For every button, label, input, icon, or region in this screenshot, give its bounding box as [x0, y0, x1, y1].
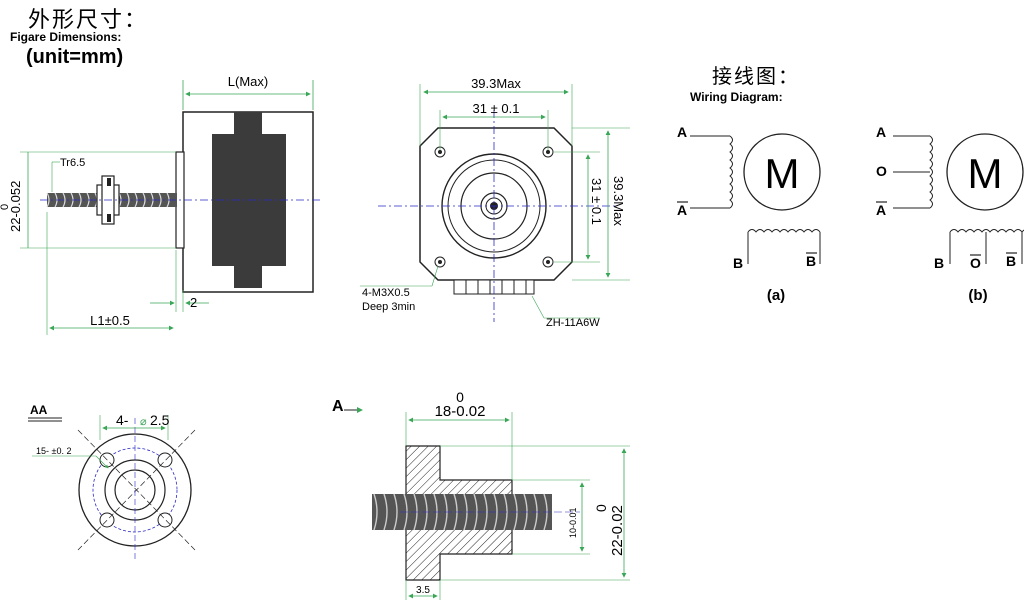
title-english: Figare Dimensions:: [10, 30, 122, 44]
wire-label-b-b-bar: B: [1006, 253, 1016, 269]
coil-b-phase-b: [949, 229, 1024, 264]
screw-spec-label: 4-M3X0.5: [362, 287, 410, 299]
wire-label-b-o: O: [876, 163, 887, 179]
motor-symbol-a: M: [765, 150, 800, 197]
caption-a: (a): [767, 287, 785, 304]
length-max-label: L(Max): [228, 74, 268, 89]
motor-symbol-circle-b: [946, 133, 1024, 211]
holes-count-label: 4-: [116, 412, 129, 428]
dia-zero-label: 0: [0, 204, 11, 210]
coil-a-phase-b: [893, 135, 933, 209]
front-view: 39.3Max 31 ± 0.1 31 ± 0.1 39.3Max 4-M3X0…: [360, 76, 630, 329]
wiring-title-english: Wiring Diagram:: [690, 90, 783, 104]
dia-zero-label-section: 0: [593, 504, 609, 512]
mounting-holes: [434, 146, 554, 268]
coil-a-phase: [690, 135, 733, 209]
wiring-title-chinese: 接线图：: [712, 64, 800, 88]
flange-thickness-section-label: 3.5: [416, 585, 430, 596]
wire-label-b-o2: O: [970, 255, 981, 271]
width-max-label: 39.3Max: [471, 76, 521, 91]
wire-label-a-bar: A: [677, 202, 687, 218]
section-aa-label: AA: [30, 403, 48, 417]
wire-label-b-a: A: [876, 124, 886, 140]
height-max-label: 39.3Max: [611, 176, 626, 226]
bore-label: 10-0.01: [568, 507, 578, 538]
wiring-diagram-a: M A A B B (a): [677, 124, 821, 304]
nut-front-view: AA 4- 2.5 ⌀ 15- ±0. 2: [28, 403, 196, 560]
connector-label: ZH-11A6W: [546, 317, 600, 329]
coil-b-phase: [747, 229, 821, 264]
shaft-diameter-label: 22-0.052: [8, 181, 23, 232]
title-chinese: 外形尺寸：: [28, 8, 149, 33]
motor-symbol-b: M: [968, 150, 1003, 197]
hole-spacing-label: 31 ± 0.1: [473, 101, 520, 116]
wire-label-b-a-bar: A: [876, 202, 886, 218]
caption-b: (b): [968, 287, 987, 304]
wiring-diagram-b: M A O A B O B (b): [876, 124, 1024, 304]
unit-label: (unit=mm): [26, 46, 124, 68]
thread-label: Tr6.5: [60, 157, 85, 169]
wire-label-b-b: B: [934, 255, 944, 271]
l1-label: L1±0.5: [90, 313, 130, 328]
holes-dia-label: 2.5: [150, 412, 170, 428]
flange-thickness-label: 2: [190, 295, 197, 310]
width-label: 18-0.02: [435, 403, 486, 420]
section-arrow-label: A: [332, 398, 344, 415]
hole-spacing-vertical-label: 31 ± 0.1: [589, 178, 604, 225]
width-zero-label: 0: [456, 389, 464, 405]
wire-label-a: A: [677, 124, 687, 140]
screw-depth-label: Deep 3min: [362, 301, 415, 313]
wire-label-b: B: [733, 255, 743, 271]
flange-dia-label: 22-0.02: [609, 505, 626, 556]
pcd-label: 15- ±0. 2: [36, 446, 71, 456]
side-view: L(Max) 0 22-0.052 Tr6.5 2 L1±0.5: [0, 74, 320, 335]
motor-symbol-circle-a: [743, 133, 821, 211]
svg-text:⌀: ⌀: [140, 416, 147, 428]
wire-label-b-bar: B: [806, 253, 816, 269]
nut-section-view: A 0 18-0.02 10-0.01 0 22-0.02 3.5: [332, 389, 630, 600]
